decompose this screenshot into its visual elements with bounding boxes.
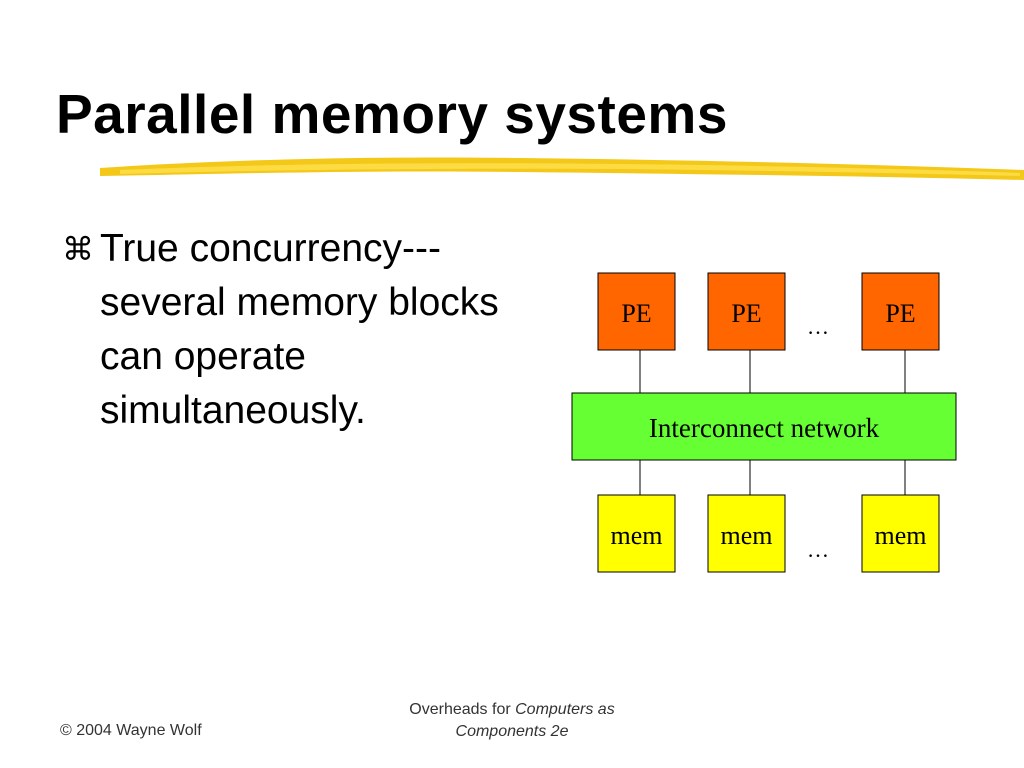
- pe-ellipsis: …: [807, 314, 829, 339]
- parallel-memory-diagram: PE PE PE … Interconnect network mem mem …: [560, 265, 970, 585]
- footer-book-title-line1: Computers as: [515, 701, 615, 718]
- pe-box-3: [861, 272, 940, 351]
- mem-label-2: mem: [721, 521, 773, 550]
- interconnect-network-box: [571, 392, 957, 461]
- title-underline-decoration: [100, 157, 1024, 180]
- pe-box-2: [707, 272, 786, 351]
- mem-ellipsis: …: [807, 537, 829, 562]
- footer-book-title-line2: Components 2e: [455, 723, 569, 740]
- pe-label-3: PE: [885, 299, 915, 328]
- mem-label-3: mem: [875, 521, 927, 550]
- diagram-svg: PE PE PE … Interconnect network mem mem …: [571, 272, 957, 573]
- underline-highlight: [120, 163, 1020, 176]
- mem-box-3: [861, 494, 940, 573]
- footer-overheads: Overheads for Computers as Components 2e: [370, 699, 654, 743]
- pe-box-1: [597, 272, 676, 351]
- footer-overheads-prefix: Overheads for: [409, 701, 516, 718]
- footer-copyright: © 2004 Wayne Wolf: [60, 722, 202, 739]
- pe-label-2: PE: [731, 299, 761, 328]
- pe-label-1: PE: [621, 299, 651, 328]
- bullet-text: True concurrency---several memory blocks…: [100, 227, 499, 432]
- interconnect-network-label: Interconnect network: [649, 413, 880, 443]
- mem-box-1: [597, 494, 676, 573]
- slide-title: Parallel memory systems: [56, 83, 728, 145]
- bullet-icon: ⌘: [62, 231, 94, 267]
- mem-box-2: [707, 494, 786, 573]
- mem-label-1: mem: [611, 521, 663, 550]
- bullet-point: ⌘ True concurrency---several memory bloc…: [62, 222, 522, 438]
